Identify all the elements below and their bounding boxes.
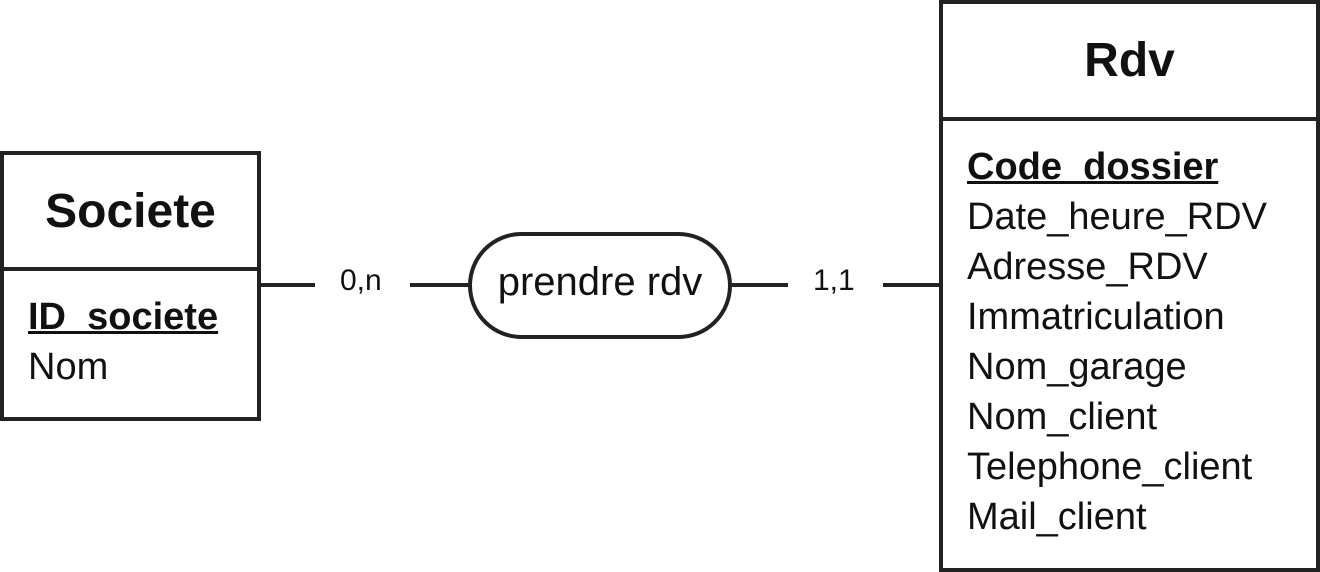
entity-societe-attributes: ID_societe Nom [4,271,257,392]
attribute-immatriculation: Immatriculation [967,296,1225,338]
relation-prendre-rdv: prendre rdv [468,232,732,339]
connector-rdv-right [883,283,941,287]
attribute-nom-garage: Nom_garage [967,346,1187,388]
entity-rdv-title: Rdv [943,4,1316,121]
attribute-date-heure-rdv: Date_heure_RDV [967,196,1267,238]
connector-societe-left [261,283,315,287]
cardinality-societe: 0,n [340,264,382,297]
attribute-mail-client: Mail_client [967,496,1147,538]
attribute-nom: Nom [28,346,109,388]
entity-rdv-attributes: Code_dossier Date_heure_RDV Adresse_RDV … [943,121,1316,542]
entity-rdv: Rdv Code_dossier Date_heure_RDV Adresse_… [939,0,1320,572]
connector-societe-right [410,283,470,287]
relation-label: prendre rdv [497,260,703,304]
attribute-adresse-rdv: Adresse_RDV [967,246,1208,288]
cardinality-rdv: 1,1 [813,264,855,297]
entity-societe: Societe ID_societe Nom [0,151,261,421]
connector-rdv-left [730,283,788,287]
attribute-nom-client: Nom_client [967,396,1158,438]
entity-societe-title: Societe [4,155,257,271]
attribute-id-societe: ID_societe [28,296,219,338]
attribute-code-dossier: Code_dossier [967,146,1219,188]
attribute-telephone-client: Telephone_client [967,446,1253,488]
